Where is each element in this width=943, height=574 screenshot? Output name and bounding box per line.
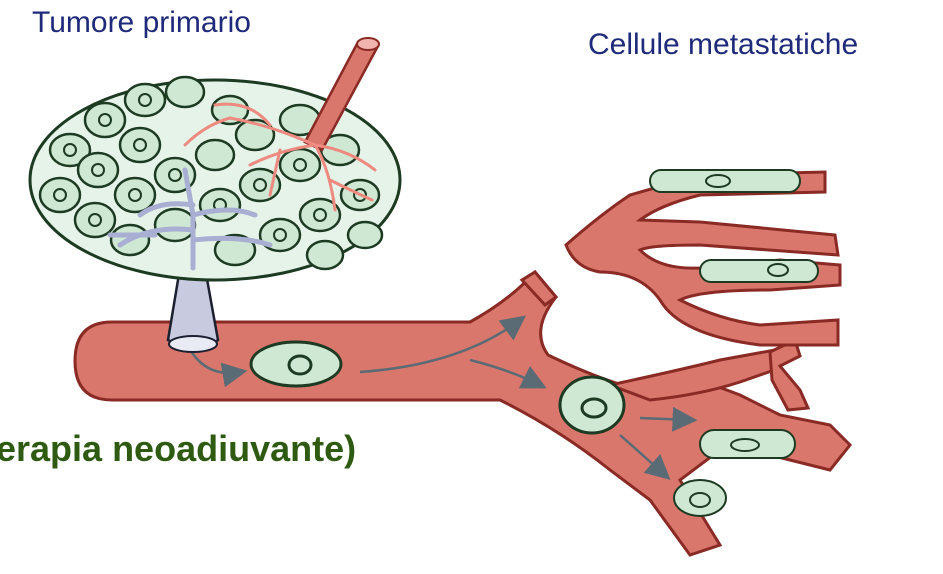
branch-right-lower-upper — [610, 350, 780, 400]
funnel-opening — [169, 336, 217, 352]
artery-opening — [357, 38, 379, 50]
primary-tumor-label: Tumore primario — [32, 6, 251, 40]
neoadjuvant-therapy-label: erapia neoadiuvante) — [0, 428, 356, 470]
branch-right-small — [770, 340, 808, 410]
branch-upper-right — [566, 172, 840, 345]
metastatic-cells-label: Cellule metastatiche — [588, 28, 858, 62]
circulating-tumor-cell-1 — [251, 342, 341, 386]
circulating-tumor-cell-2 — [560, 377, 624, 433]
